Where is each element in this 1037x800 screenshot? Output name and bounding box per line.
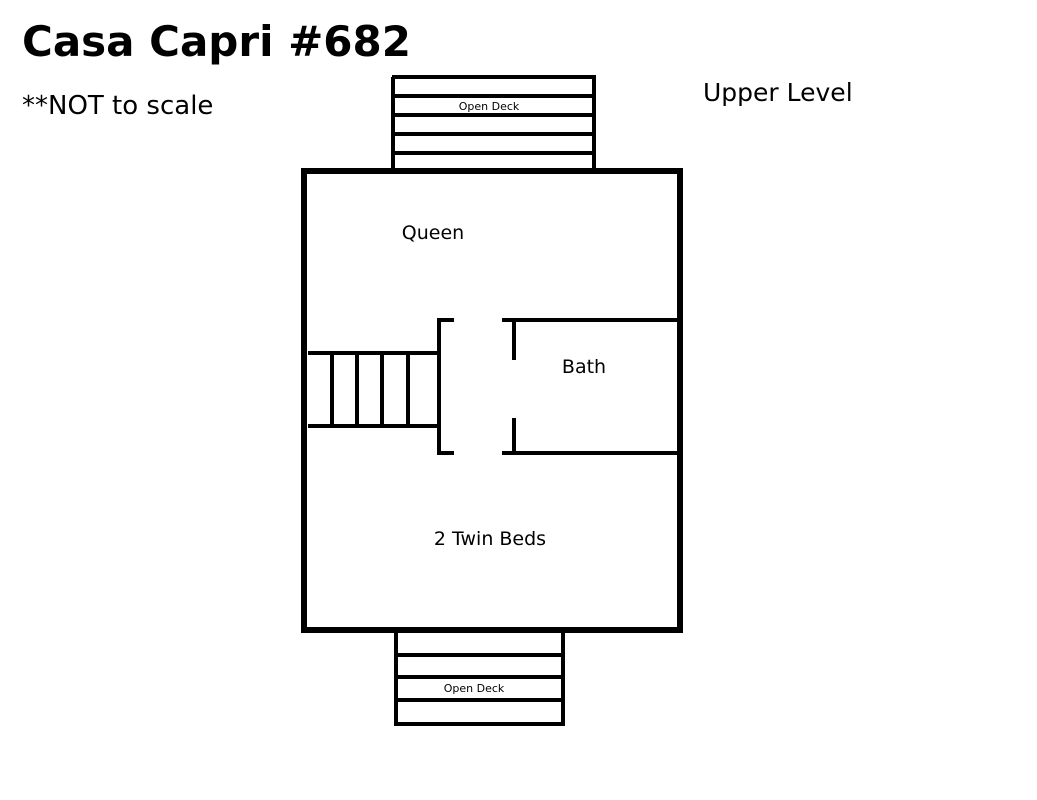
scale-note: **NOT to scale — [22, 91, 214, 121]
bottom-deck — [394, 632, 565, 726]
stairs — [308, 351, 437, 428]
top-deck-label: Open Deck — [459, 100, 520, 113]
outer-wall — [301, 168, 683, 633]
page-title: Casa Capri #682 — [22, 17, 411, 66]
bottom-deck-label: Open Deck — [444, 682, 505, 695]
level-label: Upper Level — [703, 78, 853, 107]
room-label-queen: Queen — [402, 222, 464, 244]
room-label-twin: 2 Twin Beds — [434, 528, 546, 550]
top-deck — [391, 75, 596, 170]
hall-walls — [437, 318, 678, 455]
room-label-bath: Bath — [562, 356, 606, 378]
